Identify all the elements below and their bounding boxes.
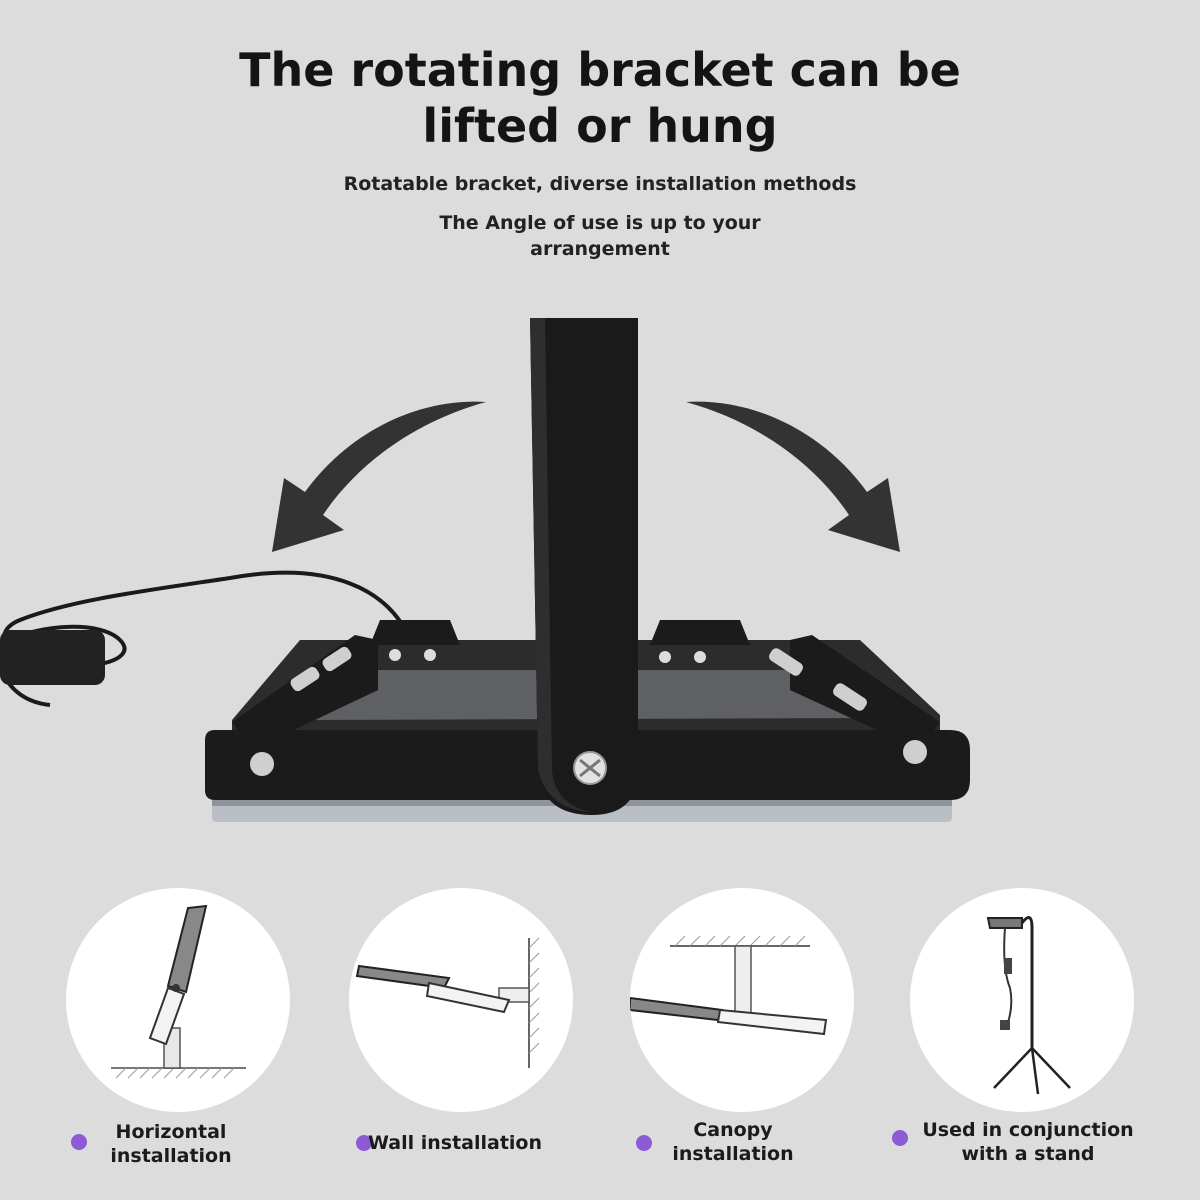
- wall-install-icon: [349, 888, 573, 1112]
- subtitle-bracket: Rotatable bracket, diverse installation …: [343, 173, 857, 195]
- stand-install-icon: [910, 888, 1134, 1112]
- caption-horizontal: Horizontal installation: [36, 1120, 306, 1168]
- bullet-dot: [892, 1130, 908, 1146]
- caption-canopy: Canopy installation: [598, 1118, 868, 1166]
- page-title: The rotating bracket can be lifted or hu…: [0, 42, 1200, 154]
- canopy-install-icon: [630, 888, 854, 1112]
- caption-line-1: Wall installation: [367, 1132, 542, 1154]
- flood-light-product-image: [0, 318, 970, 822]
- subtitle-angle-line-2: arrangement: [530, 238, 670, 260]
- caption-line-1: Used in conjunction: [922, 1119, 1134, 1141]
- subtitle-angle-line-1: The Angle of use is up to your: [439, 212, 761, 234]
- bullet-dot: [356, 1135, 372, 1151]
- subtitle-angle: The Angle of use is up to your arrangeme…: [0, 210, 1200, 262]
- title-line-2: lifted or hung: [422, 99, 778, 153]
- rotate-right-arrow-icon: [686, 401, 900, 552]
- cable-plug: [0, 630, 105, 685]
- caption-wall: Wall installation: [320, 1131, 590, 1155]
- caption-line-2: installation: [672, 1143, 794, 1165]
- bracket-screw-icon: [573, 751, 607, 785]
- caption-line-1: Canopy: [693, 1119, 773, 1141]
- rotating-bracket-arm: [530, 318, 638, 815]
- caption-stand: Used in conjunction with a stand: [893, 1118, 1163, 1166]
- title-line-1: The rotating bracket can be: [239, 43, 961, 97]
- rotate-left-arrow-icon: [272, 401, 486, 552]
- caption-line-1: Horizontal: [115, 1121, 227, 1143]
- caption-line-2: installation: [110, 1145, 232, 1167]
- bullet-dot: [71, 1134, 87, 1150]
- horizontal-install-icon: [66, 888, 290, 1112]
- bullet-dot: [636, 1135, 652, 1151]
- caption-line-2: with a stand: [961, 1143, 1095, 1165]
